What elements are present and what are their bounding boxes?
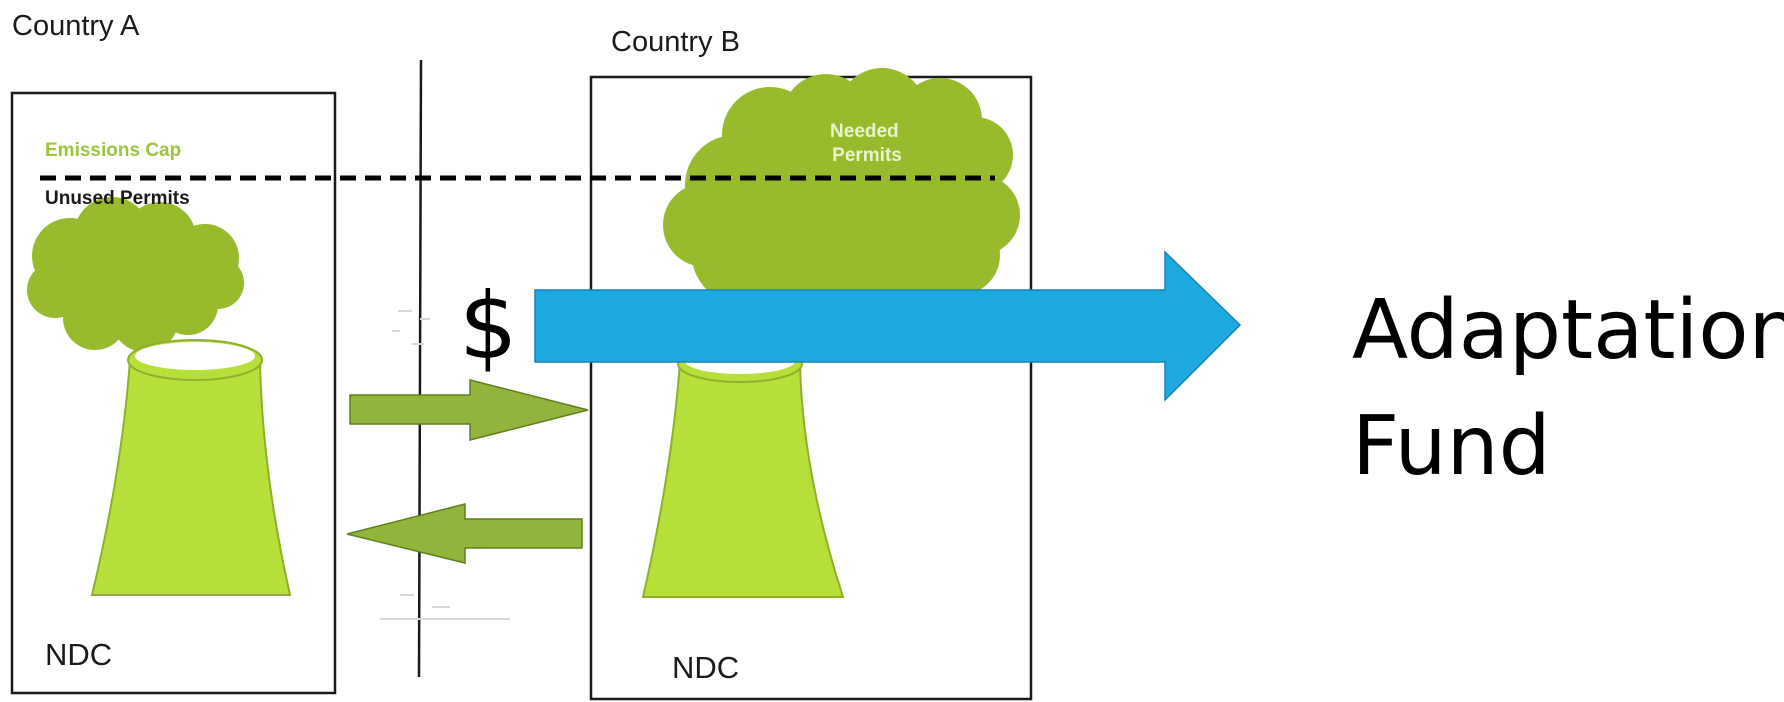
needed-permits-cloud [663,68,1020,303]
needed-permits-label: Needed Permits [830,121,904,166]
adaptation-fund-label-line1: Adaptation [1352,283,1784,378]
unused-permits-label: Unused Permits [45,188,190,209]
border-line [417,59,423,678]
permit-transfer-arrow [349,379,589,441]
dollar-sign: $ [459,273,518,380]
adaptation-fund-label: Adaptation Fund [1352,283,1784,494]
country-a-power-plant [90,339,292,596]
country-b-title: Country B [611,26,740,58]
adaptation-fund-arrow [534,250,1242,402]
country-a-ndc-label: NDC [45,637,112,672]
country-a-title: Country A [12,10,140,42]
country-b-ndc-label: NDC [672,650,739,685]
needed-permits-label-line2: Permits [832,145,902,166]
unused-permits-cloud [27,197,244,352]
adaptation-fund-label-line2: Fund [1352,399,1551,494]
needed-permits-label-line1: Needed [830,121,899,142]
payment-transfer-arrow [346,503,583,564]
faint-marks [380,310,510,620]
emissions-cap-label: Emissions Cap [45,140,181,161]
